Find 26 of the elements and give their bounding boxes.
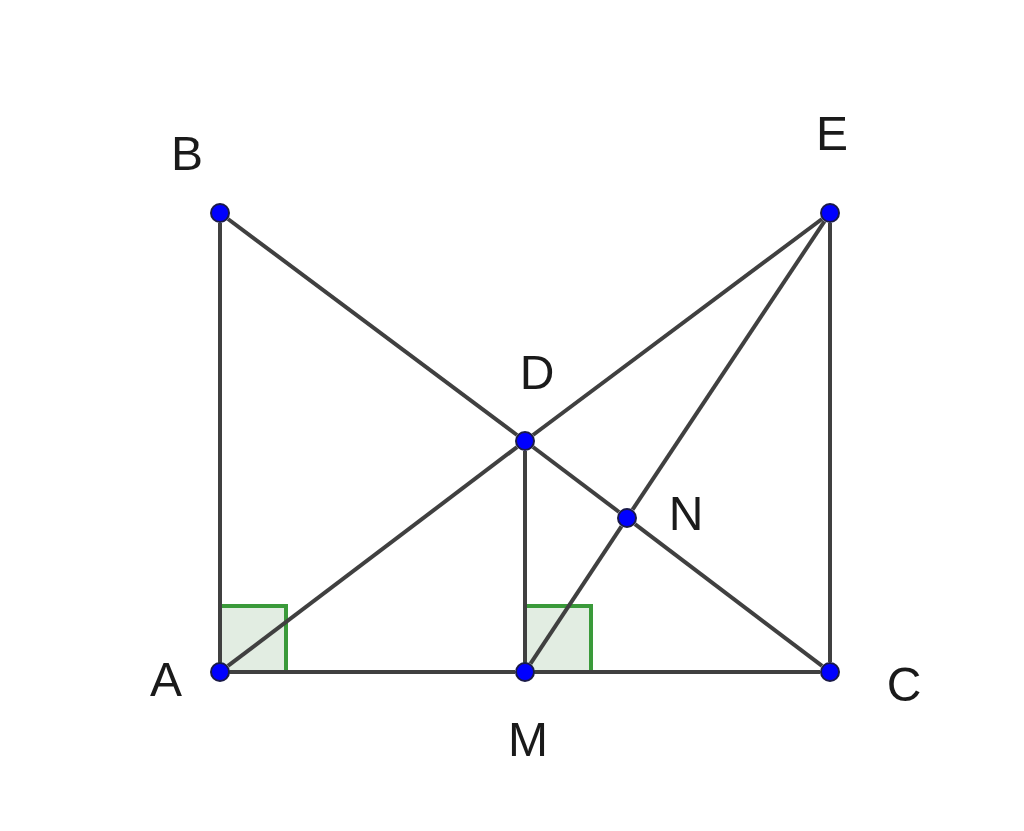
point-label: M <box>508 716 548 764</box>
point-marker <box>617 508 637 528</box>
line-segment <box>528 525 624 665</box>
point-label: N <box>668 490 704 538</box>
point-marker <box>210 662 230 682</box>
point-label: A <box>150 656 182 704</box>
point-label: D <box>519 349 555 397</box>
line-segment <box>531 217 824 437</box>
line-segment <box>230 670 515 674</box>
line-segment <box>630 220 827 511</box>
line-segment <box>633 522 824 668</box>
line-segment <box>535 670 820 674</box>
point-marker <box>210 203 230 223</box>
point-marker <box>515 662 535 682</box>
line-segment <box>218 223 222 662</box>
point-label: B <box>171 130 203 178</box>
point-marker <box>820 662 840 682</box>
point-marker <box>820 203 840 223</box>
point-label: E <box>816 110 848 158</box>
point-label: C <box>886 661 922 709</box>
point-marker <box>515 431 535 451</box>
line-segment <box>226 217 519 437</box>
line-segment <box>531 445 621 514</box>
line-segment <box>226 445 519 668</box>
line-segment <box>828 223 832 662</box>
line-segment <box>523 451 527 662</box>
